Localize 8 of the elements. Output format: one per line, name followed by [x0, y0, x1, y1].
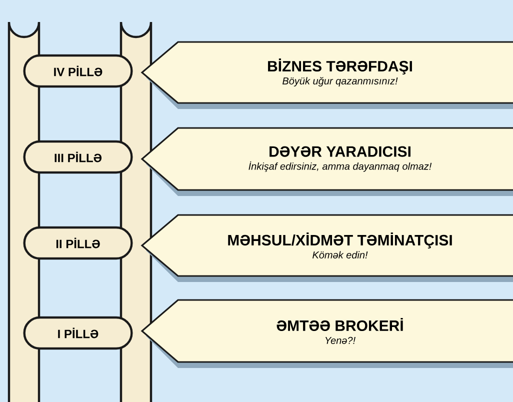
- ladder-rung: III PİLLƏ: [23, 140, 133, 174]
- ladder-rung: II PİLLƏ: [23, 226, 133, 260]
- ladder-rung: IV PİLLƏ: [23, 54, 133, 88]
- arrow-banner: BİZNES TƏRƏFDAŞI Böyük uğur qazanmısınız!: [140, 41, 513, 104]
- arrow-banner: ƏMTƏƏ BROKERİ Yenə?!: [140, 299, 513, 363]
- arrow-banner: MƏHSUL/XİDMƏT TƏMİNATÇISI Kömək edin!: [140, 214, 513, 277]
- arrow-banner: DƏYƏR YARADICISI İnkişaf edirsiniz, amma dayanmaq olmaz!: [140, 127, 513, 191]
- ladder-rung: I PİLLƏ: [23, 316, 133, 350]
